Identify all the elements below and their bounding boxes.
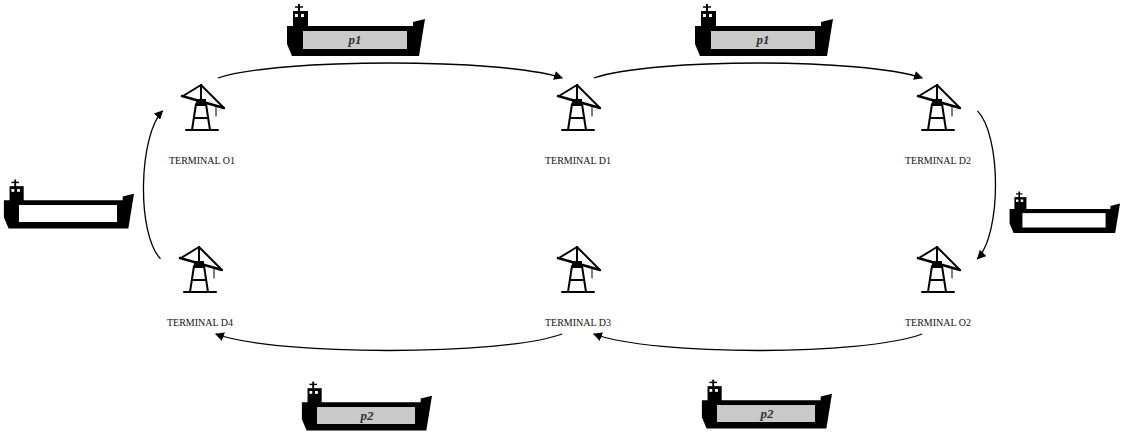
crane-icon — [558, 85, 600, 130]
terminal-name: TERMINAL D4 — [167, 317, 233, 329]
flow-arrow — [978, 111, 996, 259]
loaded-ship — [287, 4, 425, 56]
ship-label: p2 — [761, 406, 774, 422]
flow-arrow — [143, 111, 162, 259]
ship-label: p1 — [349, 32, 362, 48]
flow-arrow — [216, 334, 562, 351]
terminal-name: TERMINAL O1 — [169, 155, 235, 167]
ship-label: p1 — [757, 32, 770, 48]
terminal-node: TERMINAL D1 — [539, 78, 618, 172]
empty-ship — [4, 180, 134, 229]
terminal-name: TERMINAL D3 — [545, 317, 611, 329]
terminal-node: TERMINAL D3 — [539, 240, 618, 334]
terminal-node: TERMINAL O1 — [163, 78, 242, 172]
ship-label: p2 — [361, 408, 374, 424]
empty-ship — [1010, 192, 1120, 234]
crane-icon — [918, 247, 960, 292]
flow-arrow — [218, 63, 562, 78]
loaded-ship — [695, 4, 833, 56]
terminal-name: TERMINAL D2 — [905, 155, 971, 167]
loaded-ship — [702, 380, 832, 429]
flow-arrow — [594, 63, 922, 78]
crane-icon — [182, 85, 224, 130]
terminal-node: TERMINAL D2 — [899, 78, 978, 172]
flow-arrow — [594, 334, 922, 351]
terminal-node: TERMINAL D4 — [161, 240, 240, 334]
crane-icon — [918, 85, 960, 130]
crane-icon — [180, 247, 222, 292]
crane-icon — [558, 247, 600, 292]
terminal-name: TERMINAL D1 — [545, 155, 611, 167]
terminal-node: TERMINAL O2 — [899, 240, 978, 334]
terminal-name: TERMINAL O2 — [905, 317, 971, 329]
loaded-ship — [302, 382, 432, 431]
